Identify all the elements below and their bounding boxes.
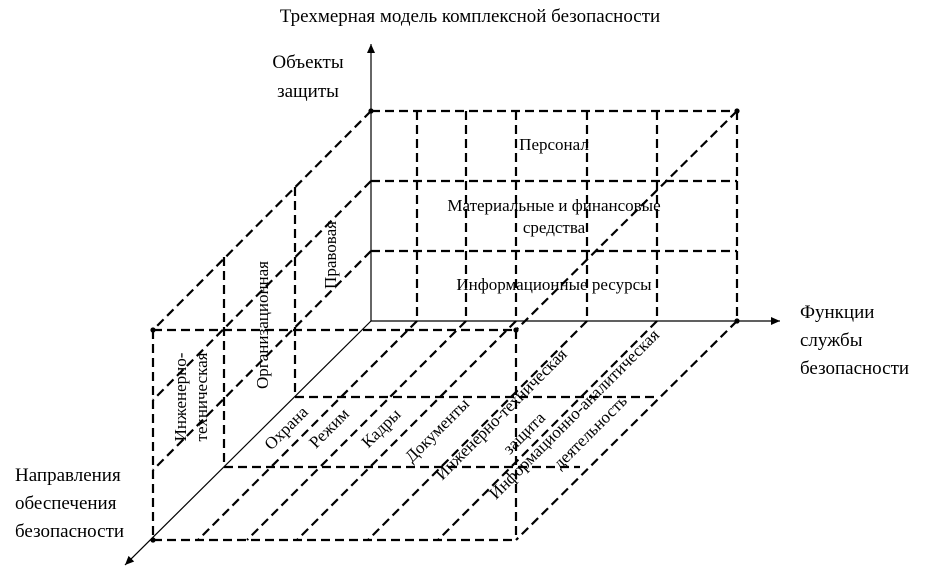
diagram-title: Трехмерная модель комплексной безопаснос… <box>280 6 660 27</box>
svg-text:Инженерно-: Инженерно- <box>171 352 190 441</box>
svg-text:службы: службы <box>800 330 863 351</box>
front-face <box>153 328 518 542</box>
object-label-material-line2: средства <box>523 218 586 237</box>
svg-text:Направления: Направления <box>15 465 121 486</box>
svg-text:обеспечения: обеспечения <box>15 493 117 514</box>
horizontal-axis-label: Функции службы безопасности <box>800 302 909 379</box>
depth-axis-label: Направления обеспечения безопасности <box>15 465 124 542</box>
function-label-regime: Режим <box>305 404 353 452</box>
depth-axis-arrow <box>124 320 372 566</box>
svg-text:безопасности: безопасности <box>15 521 124 542</box>
back-face <box>371 109 739 321</box>
svg-text:техническая: техническая <box>192 352 211 441</box>
left-face <box>151 110 372 540</box>
object-label-information: Информационные ресурсы <box>456 275 652 294</box>
object-label-material: Материальные и финансовые <box>447 196 660 215</box>
top-diagonal-edge <box>515 110 738 331</box>
vertical-axis-label: Объекты защиты <box>272 52 343 102</box>
svg-text:защиты: защиты <box>277 81 339 102</box>
direction-label-engineering: Инженерно- техническая <box>171 352 211 441</box>
direction-label-legal: Правовая <box>321 221 340 289</box>
floor-grid <box>197 320 738 541</box>
function-label-personnel: Кадры <box>358 404 405 451</box>
object-label-personnel: Персонал <box>519 135 589 154</box>
svg-text:Функции: Функции <box>800 302 874 323</box>
function-label-guard: Охрана <box>260 402 312 454</box>
svg-text:безопасности: безопасности <box>800 358 909 379</box>
direction-label-organizational: Организационная <box>253 261 272 389</box>
corner-dots <box>150 108 740 543</box>
svg-text:Объекты: Объекты <box>272 52 343 73</box>
